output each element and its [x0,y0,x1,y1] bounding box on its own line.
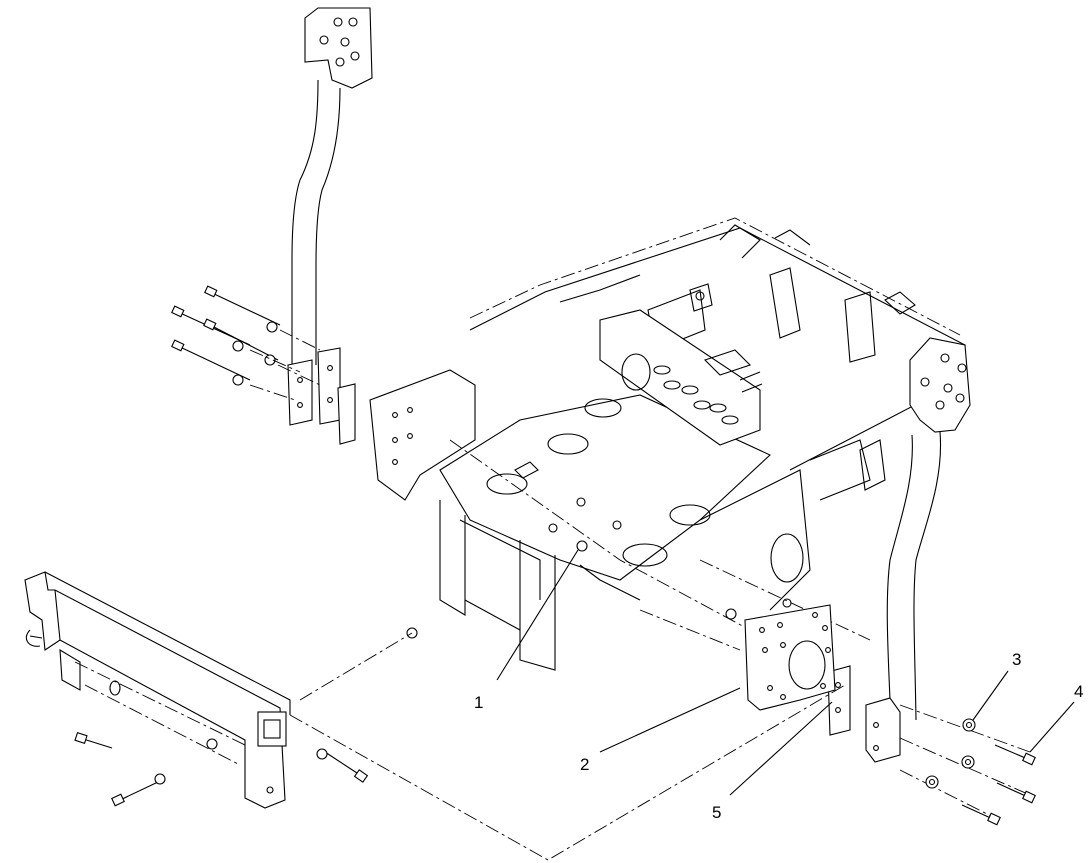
right-hardware [899,704,1036,826]
leader-line-4 [1029,701,1075,753]
leader-line-1 [496,549,579,681]
left-hoop-bolts [171,285,321,401]
callout-5: 5 [712,803,721,822]
callout-2: 2 [580,755,589,774]
callout-3: 3 [1012,650,1021,669]
front-cross-member [24,571,846,861]
mounting-plate [725,604,836,711]
leader-line-3 [972,670,1009,721]
callout-leaders [496,549,1075,796]
callout-labels: 1 2 3 4 5 [474,650,1083,822]
left-rops-hoop [287,7,373,445]
leader-line-2 [599,687,741,753]
leader-line-5 [729,701,833,796]
main-frame [369,217,966,671]
callout-4: 4 [1074,682,1083,701]
right-rops-hoop [827,337,971,763]
callout-1: 1 [474,693,483,712]
